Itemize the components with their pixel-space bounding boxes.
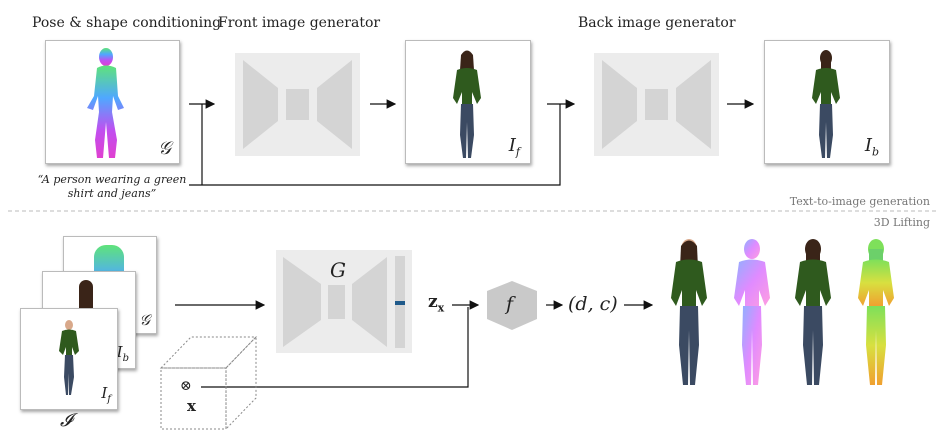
generator-g-icon xyxy=(276,250,412,353)
g-label: 𝒢 xyxy=(158,138,171,159)
back-generator-title: Back image generator xyxy=(578,15,736,31)
stack-if-label: If xyxy=(101,384,111,405)
stage-label-lifting: 3D Lifting xyxy=(873,216,930,229)
back-generator-icon xyxy=(594,53,719,156)
f-label: f xyxy=(506,293,514,315)
back-person-figure xyxy=(812,50,840,158)
noise-symbol: ⊗ xyxy=(180,378,192,394)
f-network-icon xyxy=(487,281,537,330)
input-set-label: 𝓘 xyxy=(60,410,73,431)
stack-front-thumb xyxy=(59,320,79,395)
back-image-frame: Ib xyxy=(764,40,890,164)
front-generator-title: Front image generator xyxy=(218,15,381,31)
output-normals-figure xyxy=(734,239,770,385)
output-dc-label: (d, c) xyxy=(568,293,618,315)
stack-g-label: 𝒢 xyxy=(139,311,150,329)
stack-back-thumb xyxy=(79,280,93,310)
output-coords-figure xyxy=(858,239,894,385)
if-label: If xyxy=(508,135,520,159)
ib-label: Ib xyxy=(864,135,879,159)
pose-map-figure xyxy=(87,48,124,158)
front-generator-icon xyxy=(235,53,360,156)
bottom-arrows xyxy=(175,300,654,388)
pose-shape-title: Pose & shape conditioning xyxy=(32,15,222,31)
text-prompt: “A person wearing a green shirt and jean… xyxy=(37,173,187,200)
output-front-figure xyxy=(671,239,707,385)
top-arrows xyxy=(189,99,755,186)
noise-x-label: x xyxy=(187,397,196,415)
output-back-figure xyxy=(795,239,831,385)
stage-label-t2i: Text-to-image generation xyxy=(789,195,930,208)
stack-ib-label: Ib xyxy=(116,343,129,364)
stack-card-if: If xyxy=(20,308,118,410)
noise-cube-icon xyxy=(159,335,258,431)
front-image-frame: If xyxy=(405,40,531,164)
pose-map-frame: 𝒢 xyxy=(45,40,180,164)
front-person-figure xyxy=(453,50,481,158)
zx-label: zx xyxy=(428,292,445,315)
generator-g-label: G xyxy=(330,258,346,282)
